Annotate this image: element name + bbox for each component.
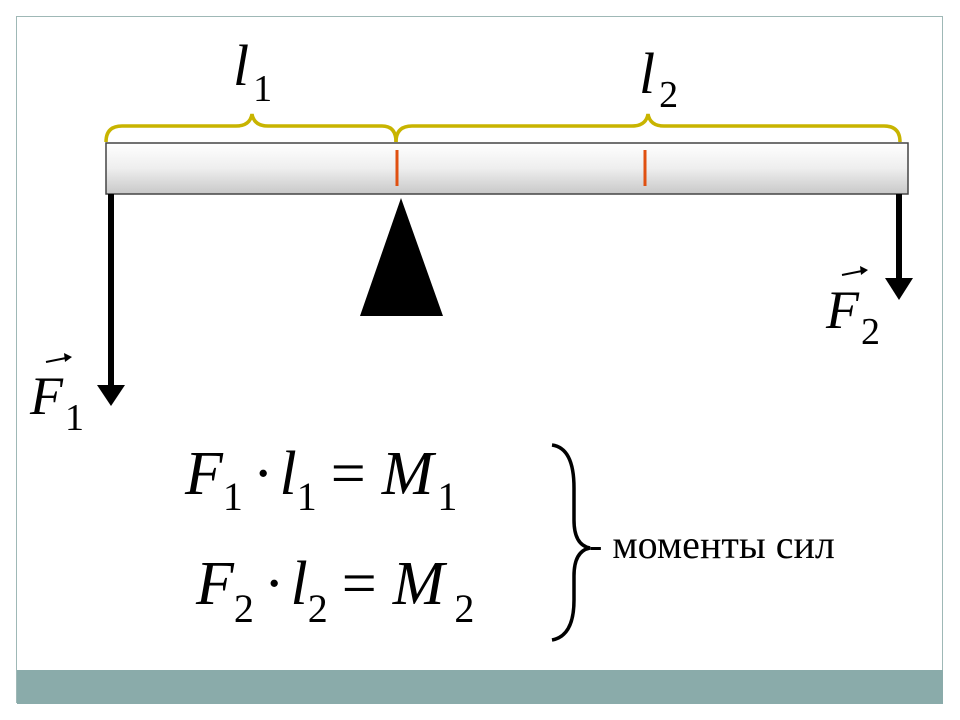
slide-frame (16, 16, 943, 703)
fulcrum-triangle (360, 198, 443, 316)
moments-caption: - моменты сил (589, 522, 835, 567)
force-arrow-f2 (885, 194, 913, 300)
equations-brace (551, 443, 591, 642)
label-f1: F1 (29, 366, 84, 439)
label-f2: F2 (825, 280, 880, 353)
force-arrow-f1 (97, 194, 125, 406)
vector-arrow-f1-icon (45, 353, 72, 363)
brace-l2 (394, 113, 902, 143)
vector-arrow-f2-icon (841, 266, 868, 276)
footer-bar (17, 670, 943, 704)
brace-l1 (104, 113, 398, 143)
lever-beam (105, 142, 909, 195)
